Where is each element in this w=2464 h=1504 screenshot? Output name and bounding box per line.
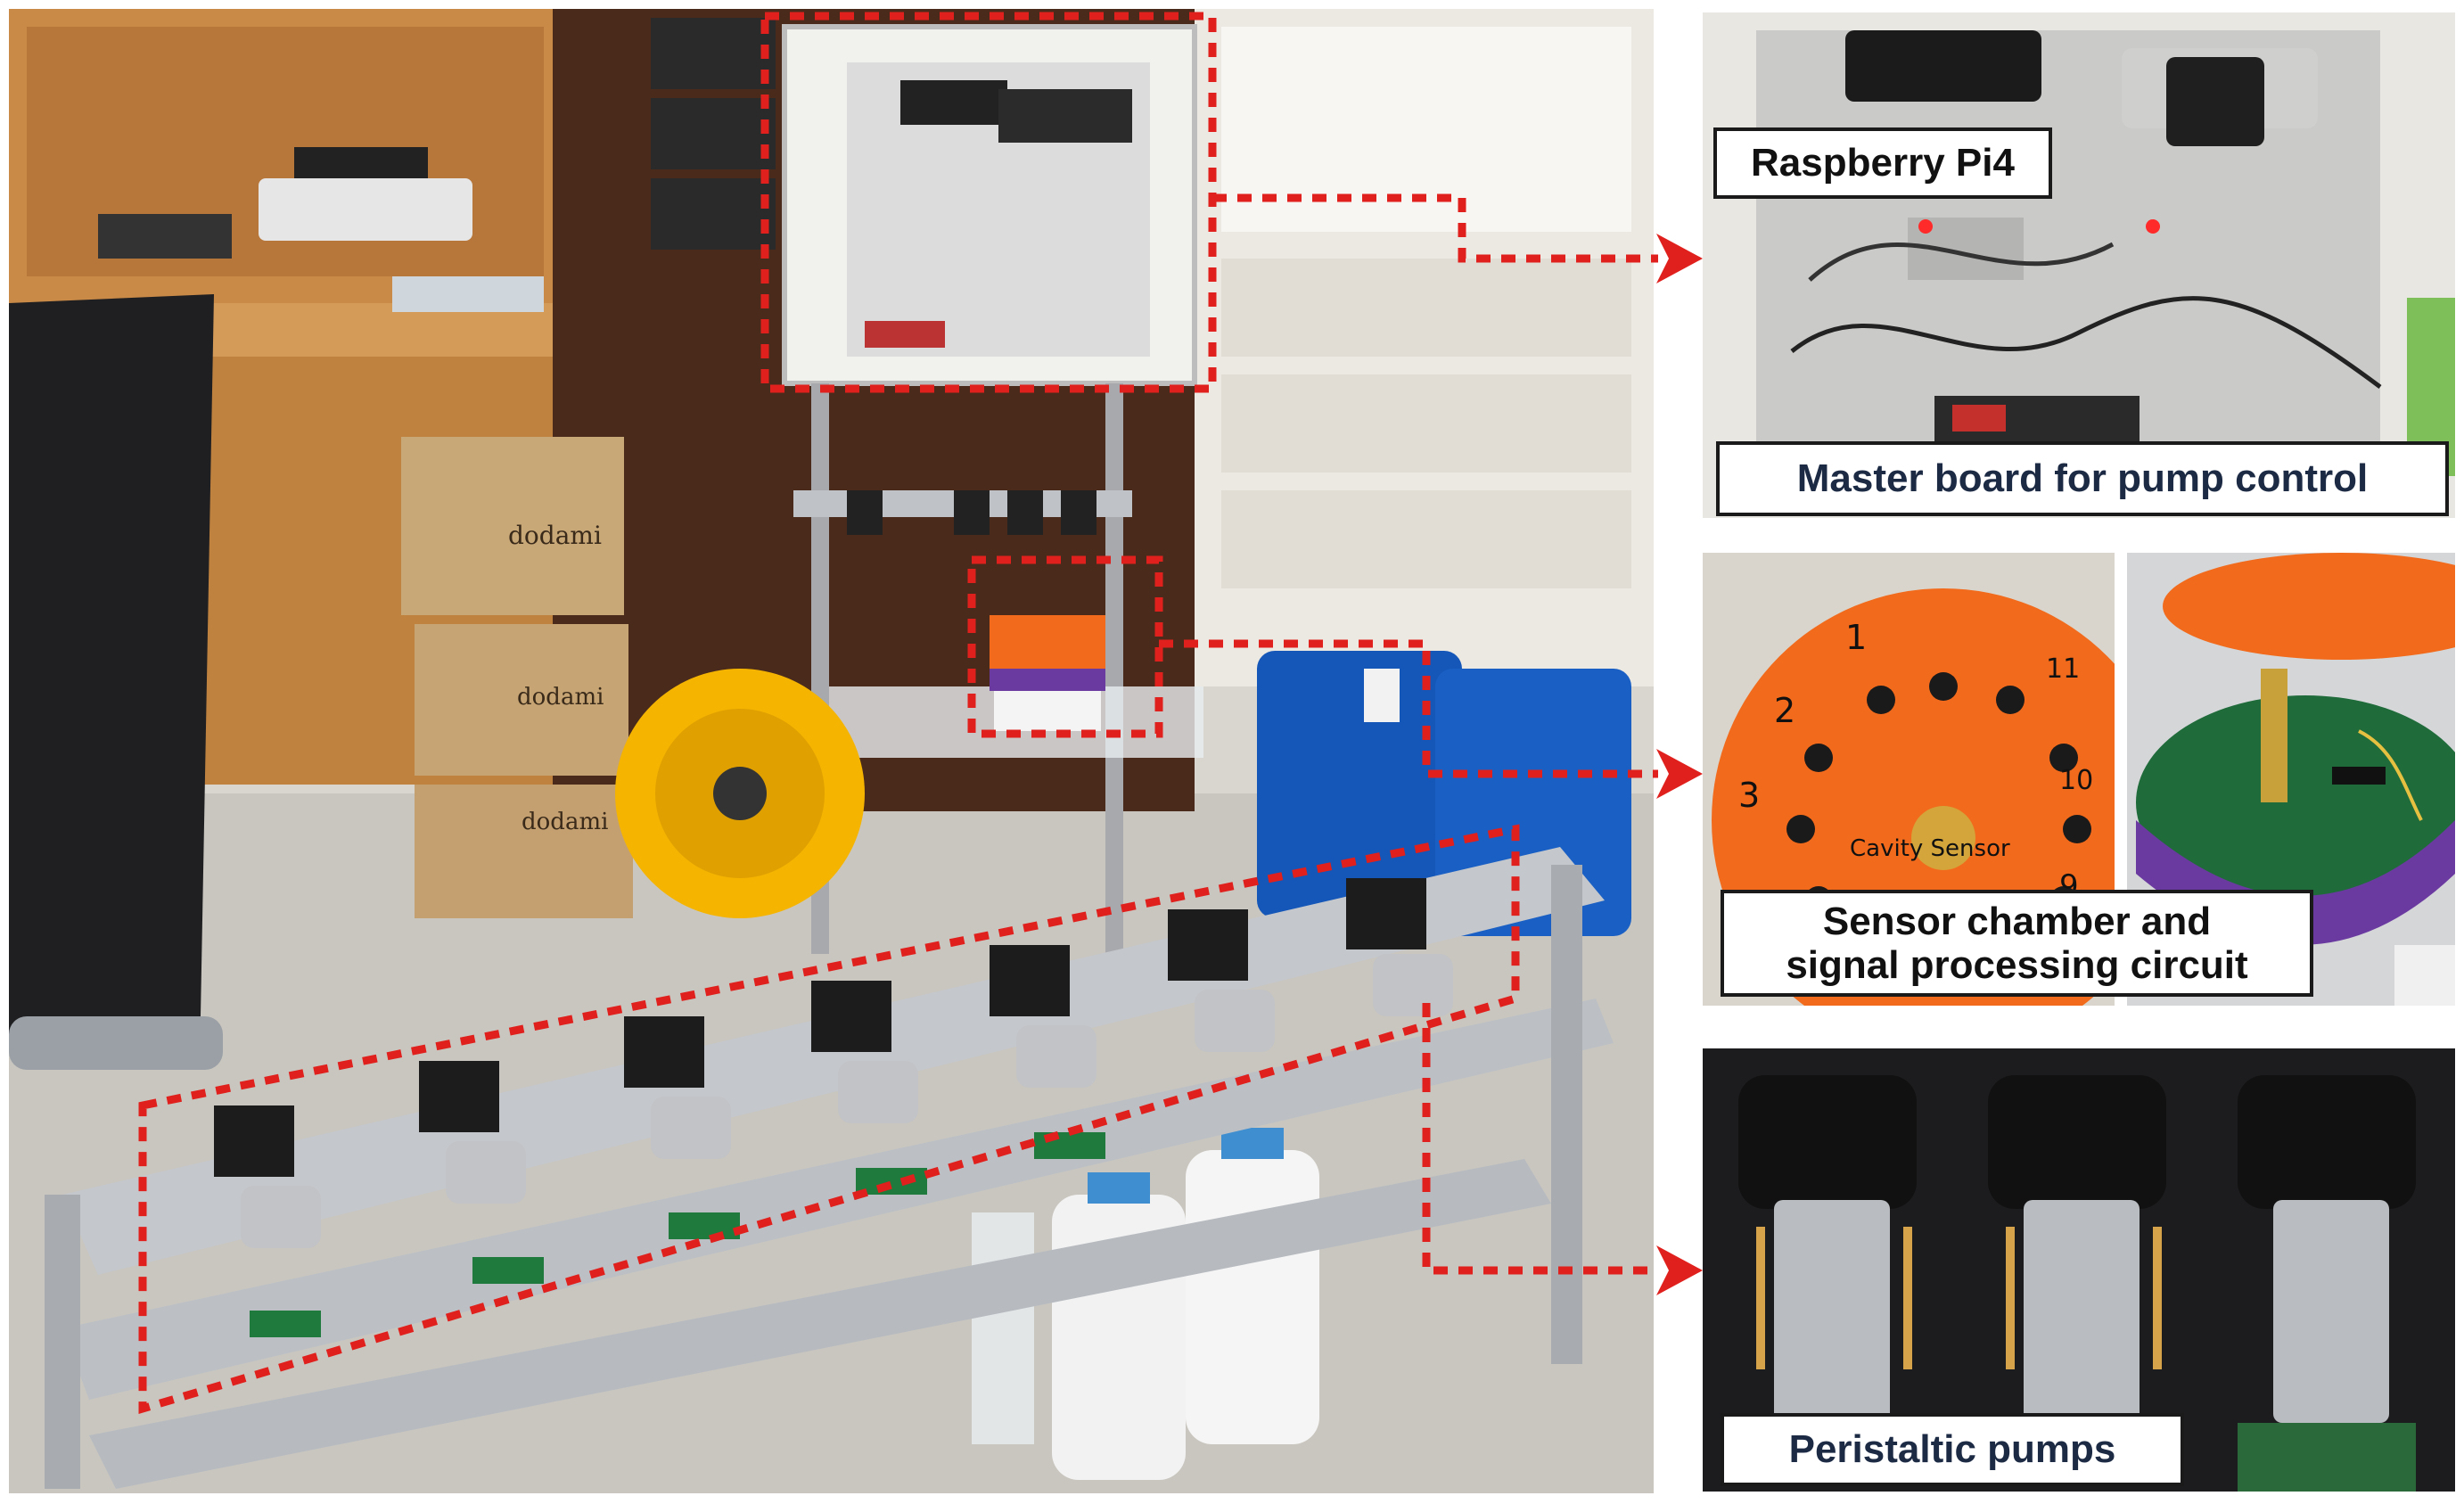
chamber-handwritten-text: Cavity Sensor [1850,835,2010,862]
chamber-number-2: 2 [1774,691,1795,730]
signal-processing-circuit-photo [2127,553,2455,1006]
pi-arrow-head [1656,234,1703,284]
chamber-number-11: 11 [2046,653,2080,685]
chamber-number-10: 10 [2059,765,2093,796]
box-brand-text-1: dodami [508,521,602,550]
chamber-number-1: 1 [1845,618,1867,657]
chamber-number-3: 3 [1738,776,1760,815]
raspberry-pi-label: Raspberry Pi4 [1713,127,2052,199]
raspberry-pi-closeup-photo [1703,12,2455,518]
sensor-arrow-head [1656,749,1703,799]
master-board-label: Master board for pump control [1716,441,2449,516]
box-brand-text-3: dodami [522,809,608,835]
box-brand-text-2: dodami [517,684,604,711]
peristaltic-pumps-label: Peristaltic pumps [1721,1413,2184,1486]
setup-photo: dodami dodami dodami [9,9,1654,1493]
sensor-chamber-label-line2: signal processing circuit [1786,943,2248,987]
sensor-chamber-label: Sensor chamber and signal processing cir… [1721,890,2313,997]
pumps-arrow-head [1656,1245,1703,1295]
sensor-chamber-label-line1: Sensor chamber and [1822,899,2212,943]
